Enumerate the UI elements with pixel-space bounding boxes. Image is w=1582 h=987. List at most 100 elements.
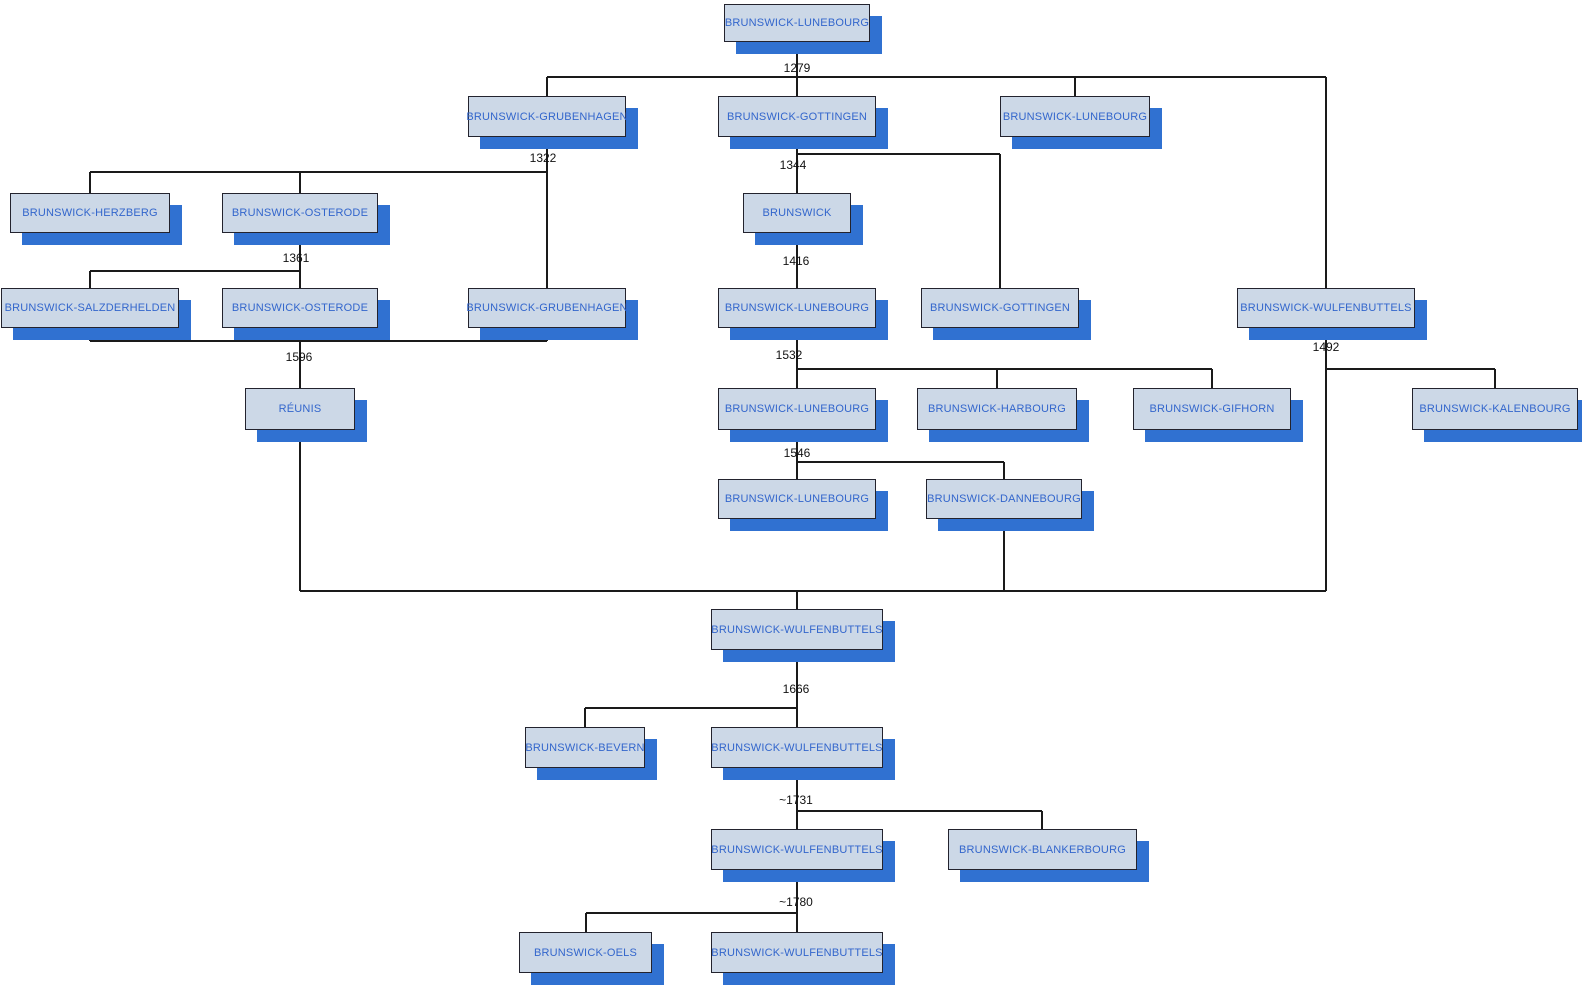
node-brunswick-wulfenbuttels-2[interactable]: BRUNSWICK-WULFENBUTTELS — [711, 609, 883, 650]
connector-line-vertical — [999, 154, 1001, 288]
year-label-1532: 1532 — [775, 348, 803, 362]
year-label-1492: 1492 — [1312, 340, 1340, 354]
node-brunswick-blankerbourg[interactable]: BRUNSWICK-BLANKERBOURG — [948, 829, 1137, 870]
node-label: BRUNSWICK-DANNEBOURG — [927, 493, 1081, 505]
node-label: BRUNSWICK-KALENBOURG — [1419, 403, 1571, 415]
node-label: BRUNSWICK-LUNEBOURG — [724, 302, 870, 314]
node-brunswick-dannebourg[interactable]: BRUNSWICK-DANNEBOURG — [926, 479, 1082, 519]
connector-line-vertical — [1494, 369, 1496, 388]
node-brunswick-osterode-2[interactable]: BRUNSWICK-OSTERODE — [222, 288, 378, 328]
node-brunswick-harbourg[interactable]: BRUNSWICK-HARBOURG — [917, 388, 1077, 430]
node-brunswick-salzderhelden[interactable]: BRUNSWICK-SALZDERHELDEN — [1, 288, 179, 328]
year-label-1596: 1596 — [285, 350, 313, 364]
node-label: BRUNSWICK-WULFENBUTTELS — [711, 741, 883, 754]
connector-line-vertical — [1003, 519, 1005, 591]
connector-line-vertical — [796, 137, 798, 193]
connector-line-vertical — [996, 369, 998, 388]
connector-line-vertical — [796, 328, 798, 388]
connector-line-horizontal — [797, 153, 1000, 155]
connector-line-vertical — [546, 328, 548, 341]
connector-line-vertical — [796, 430, 798, 479]
node-brunswick-bevern[interactable]: BRUNSWICK-BEVERN — [525, 727, 645, 768]
year-label-1361: 1361 — [282, 251, 310, 265]
node-brunswick-wulfenbuttels-4[interactable]: BRUNSWICK-WULFENBUTTELS — [711, 829, 883, 870]
connector-line-horizontal — [90, 270, 300, 272]
connector-line-vertical — [299, 233, 301, 288]
node-label: BRUNSWICK-BEVERN — [525, 741, 645, 754]
node-label: BRUNSWICK-GRUBENHAGEN — [466, 302, 628, 314]
node-brunswick-lunebourg-3[interactable]: BRUNSWICK-LUNEBOURG — [718, 288, 876, 328]
node-brunswick-gifhorn[interactable]: BRUNSWICK-GIFHORN — [1133, 388, 1291, 430]
connector-line-vertical — [584, 708, 586, 727]
node-label: BRUNSWICK-HARBOURG — [927, 403, 1067, 415]
connector-line-horizontal — [797, 368, 1212, 370]
connector-line-vertical — [299, 430, 301, 591]
connector-line-vertical — [1074, 77, 1076, 96]
node-label: BRUNSWICK-WULFENBUTTELS — [711, 623, 883, 636]
node-brunswick-gottingen-2[interactable]: BRUNSWICK-GOTTINGEN — [921, 288, 1079, 328]
node-brunswick-oels[interactable]: BRUNSWICK-OELS — [519, 932, 652, 973]
node-label: BRUNSWICK-LUNEBOURG — [724, 403, 870, 415]
connector-line-vertical — [796, 233, 798, 288]
node-brunswick-lunebourg-5[interactable]: BRUNSWICK-LUNEBOURG — [718, 479, 876, 519]
node-brunswick-osterode[interactable]: BRUNSWICK-OSTERODE — [222, 193, 378, 233]
node-label: BRUNSWICK-GIFHORN — [1149, 403, 1275, 415]
node-brunswick-herzberg[interactable]: BRUNSWICK-HERZBERG — [10, 193, 170, 233]
node-label: BRUNSWICK-WULFENBUTTELS — [1240, 302, 1412, 314]
connector-line-vertical — [1211, 369, 1213, 388]
node-label: BRUNSWICK — [762, 207, 832, 219]
connector-line-vertical — [89, 328, 91, 341]
year-label-1666: 1666 — [782, 682, 810, 696]
connector-line-vertical — [89, 172, 91, 193]
connector-line-vertical — [299, 172, 301, 193]
connector-line-vertical — [796, 42, 798, 96]
connector-line-vertical — [585, 913, 587, 932]
connector-line-horizontal — [90, 340, 547, 342]
connector-line-vertical — [299, 328, 301, 388]
connector-line-horizontal — [547, 76, 1326, 78]
connector-line-horizontal — [90, 171, 547, 173]
connector-line-horizontal — [797, 461, 1004, 463]
year-label-1279: 1279 — [783, 61, 811, 75]
connector-line-vertical — [1003, 462, 1005, 479]
connector-line-horizontal — [586, 912, 797, 914]
connector-line-vertical — [546, 77, 548, 96]
connector-line-horizontal — [585, 707, 797, 709]
connector-line-vertical — [1325, 328, 1327, 591]
node-label: RÉUNIS — [278, 403, 322, 415]
node-brunswick-lunebourg-root[interactable]: BRUNSWICK-LUNEBOURG — [724, 4, 870, 42]
connector-line-horizontal — [1326, 368, 1495, 370]
node-brunswick[interactable]: BRUNSWICK — [743, 193, 851, 233]
node-label: BRUNSWICK-HERZBERG — [22, 207, 158, 219]
node-label: BRUNSWICK-GOTTINGEN — [726, 110, 868, 123]
node-label: BRUNSWICK-OELS — [533, 946, 638, 959]
node-brunswick-wulfenbuttels-5[interactable]: BRUNSWICK-WULFENBUTTELS — [711, 932, 883, 973]
node-brunswick-gottingen[interactable]: BRUNSWICK-GOTTINGEN — [718, 96, 876, 137]
node-brunswick-kalenbourg[interactable]: BRUNSWICK-KALENBOURG — [1412, 388, 1578, 430]
connector-line-vertical — [89, 271, 91, 288]
year-label-1731: ~1731 — [779, 793, 813, 807]
node-brunswick-lunebourg-4[interactable]: BRUNSWICK-LUNEBOURG — [718, 388, 876, 430]
year-label-1322: 1322 — [529, 151, 557, 165]
year-label-1546: 1546 — [783, 446, 811, 460]
node-label: BRUNSWICK-WULFENBUTTELS — [711, 843, 883, 856]
node-brunswick-wulfenbuttels[interactable]: BRUNSWICK-WULFENBUTTELS — [1237, 288, 1415, 328]
connector-line-vertical — [796, 768, 798, 829]
node-label: BRUNSWICK-LUNEBOURG — [724, 493, 870, 505]
year-label-1344: 1344 — [779, 158, 807, 172]
connector-line-horizontal — [797, 810, 1042, 812]
node-label: BRUNSWICK-LUNEBOURG — [1002, 110, 1148, 123]
node-brunswick-lunebourg-2[interactable]: BRUNSWICK-LUNEBOURG — [1000, 96, 1150, 137]
connector-line-vertical — [1325, 77, 1327, 289]
node-brunswick-wulfenbuttels-3[interactable]: BRUNSWICK-WULFENBUTTELS — [711, 727, 883, 768]
node-label: BRUNSWICK-OSTERODE — [231, 302, 369, 314]
node-brunswick-grubenhagen-2[interactable]: BRUNSWICK-GRUBENHAGEN — [466, 288, 628, 328]
connector-line-vertical — [796, 591, 798, 609]
node-label: BRUNSWICK-GOTTINGEN — [929, 302, 1071, 314]
node-brunswick-grubenhagen[interactable]: BRUNSWICK-GRUBENHAGEN — [466, 96, 627, 137]
node-label: BRUNSWICK-LUNEBOURG — [724, 17, 870, 29]
node-reunis[interactable]: RÉUNIS — [245, 388, 355, 430]
node-label: BRUNSWICK-WULFENBUTTELS — [711, 946, 883, 959]
connector-line-vertical — [546, 137, 548, 288]
